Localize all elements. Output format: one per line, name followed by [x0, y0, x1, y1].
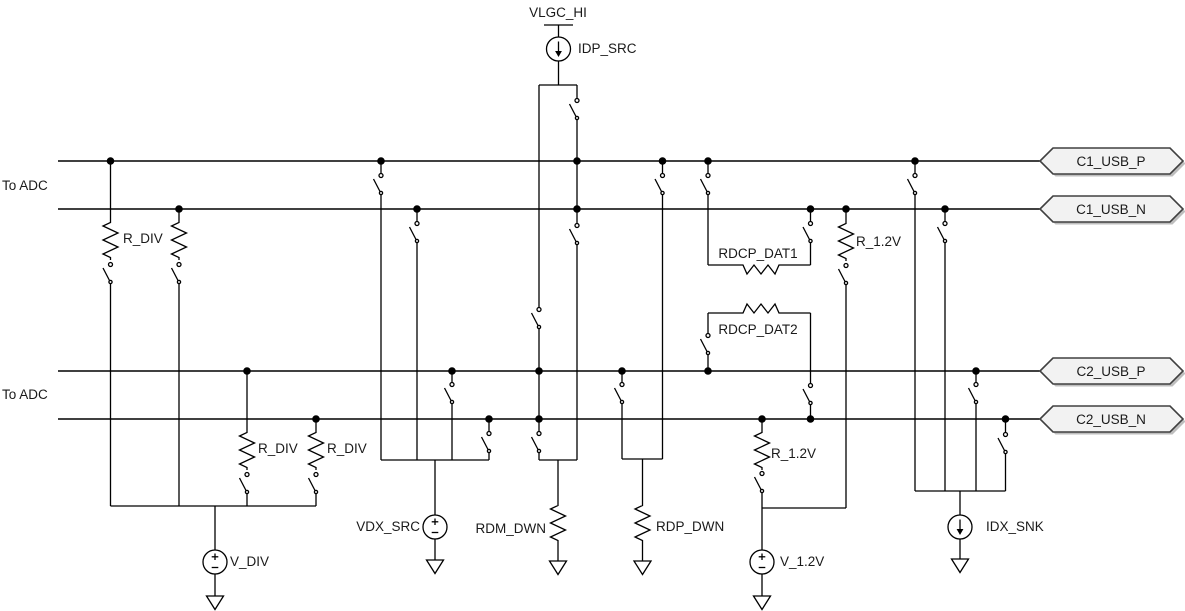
switch-icon: [802, 382, 814, 406]
label-r-div-1: R_DIV: [123, 231, 163, 246]
voltage-source-icon: [749, 549, 775, 575]
resistor-icon: [238, 429, 256, 471]
label-idx-snk: IDX_SNK: [986, 519, 1044, 534]
label-idp-src: IDP_SRC: [578, 41, 637, 56]
label-rdcp-dat1: RDCP_DAT1: [718, 246, 797, 261]
switch-icon: [936, 220, 948, 244]
rdcp-dat1-group: RDCP_DAT1: [699, 161, 814, 275]
ground-icon: [548, 560, 568, 576]
idx-snk-group: IDX_SNK: [906, 161, 1044, 574]
switch-icon: [530, 430, 542, 454]
ground-icon: [205, 595, 225, 611]
switch-icon: [753, 470, 765, 494]
switch-icon: [699, 332, 711, 356]
switch-icon: [568, 97, 580, 121]
r-1v2-v-1v2-group: R_1.2V R_1.2V V_1.2V: [749, 209, 901, 611]
switch-icon: [102, 261, 114, 285]
current-sink-icon: [947, 514, 973, 540]
label-vdx-src: VDX_SRC: [356, 519, 420, 534]
switch-icon: [654, 172, 666, 196]
net-tag-label-c2-usb-n: C2_USB_N: [1076, 412, 1146, 427]
idp-src-group: VLGC_HI IDP_SRC: [529, 5, 637, 460]
switch-icon: [802, 220, 814, 244]
label-v-1v2: V_1.2V: [780, 554, 824, 569]
ground-icon: [950, 558, 970, 574]
resistor-icon: [753, 429, 771, 471]
label-r-1v2-lower: R_1.2V: [771, 446, 816, 461]
switch-icon: [837, 262, 849, 286]
net-tag-label-c1-usb-p: C1_USB_P: [1076, 154, 1145, 169]
switch-icon: [997, 431, 1009, 455]
label-to-adc-2: To ADC: [2, 387, 48, 402]
label-v-div: V_DIV: [230, 554, 269, 569]
net-tag-c1-usb-n: [1038, 195, 1185, 223]
net-tag-c2-usb-p: [1038, 357, 1185, 385]
rdm-dwn-group: RDM_DWN: [476, 459, 577, 576]
switch-icon: [967, 381, 979, 405]
voltage-source-icon: [422, 514, 448, 540]
resistor-icon: [634, 502, 651, 544]
resistor-icon: [102, 219, 119, 261]
label-r-div-2: R_DIV: [258, 441, 298, 456]
label-r-1v2-upper: R_1.2V: [856, 234, 901, 249]
bus-lines: [58, 160, 1040, 420]
resistor-icon: [837, 220, 855, 262]
net-tag-c2-usb-n: [1038, 405, 1185, 433]
ground-icon: [633, 560, 652, 576]
switch-icon: [568, 222, 580, 246]
net-tag-label-c1-usb-n: C1_USB_N: [1076, 202, 1146, 217]
vdx-src-group: VDX_SRC: [356, 161, 492, 575]
resistor-icon: [739, 303, 781, 314]
label-vlgc-hi: VLGC_HI: [529, 5, 587, 20]
switch-icon: [613, 381, 625, 405]
connector-tags: C1_USB_P C1_USB_N C2_USB_P C2_USB_N: [1038, 147, 1185, 435]
switch-icon: [699, 172, 711, 196]
switch-icon: [530, 306, 542, 330]
switch-icon: [906, 172, 918, 196]
label-rdm-dwn: RDM_DWN: [476, 521, 547, 536]
switch-icon: [408, 220, 420, 244]
ground-icon: [752, 595, 772, 611]
resistor-icon: [170, 219, 188, 261]
resistor-icon: [549, 502, 567, 544]
switch-icon: [480, 430, 492, 454]
net-tag-c1-usb-p: [1038, 147, 1185, 175]
label-to-adc-1: To ADC: [2, 178, 48, 193]
rdp-dwn-group: RDP_DWN: [613, 161, 724, 576]
voltage-source-icon: [202, 549, 228, 575]
switch-icon: [443, 381, 455, 405]
r-div-divider-group: R_DIV R_DIV R_DIV V_DIV: [102, 161, 367, 611]
resistor-icon: [739, 264, 781, 275]
rdcp-dat2-group: RDCP_DAT2: [699, 303, 814, 419]
label-r-div-3: R_DIV: [327, 441, 367, 456]
ground-icon: [425, 559, 445, 575]
label-rdcp-dat2: RDCP_DAT2: [718, 322, 797, 337]
switch-icon: [372, 172, 384, 196]
resistor-icon: [307, 429, 325, 471]
current-source-icon: [545, 36, 572, 62]
switch-icon: [170, 261, 182, 285]
switch-icon: [307, 471, 319, 495]
net-tag-label-c2-usb-p: C2_USB_P: [1076, 364, 1145, 379]
switch-icon: [238, 471, 250, 495]
junction-dots: [106, 157, 1010, 423]
label-rdp-dwn: RDP_DWN: [656, 519, 724, 534]
